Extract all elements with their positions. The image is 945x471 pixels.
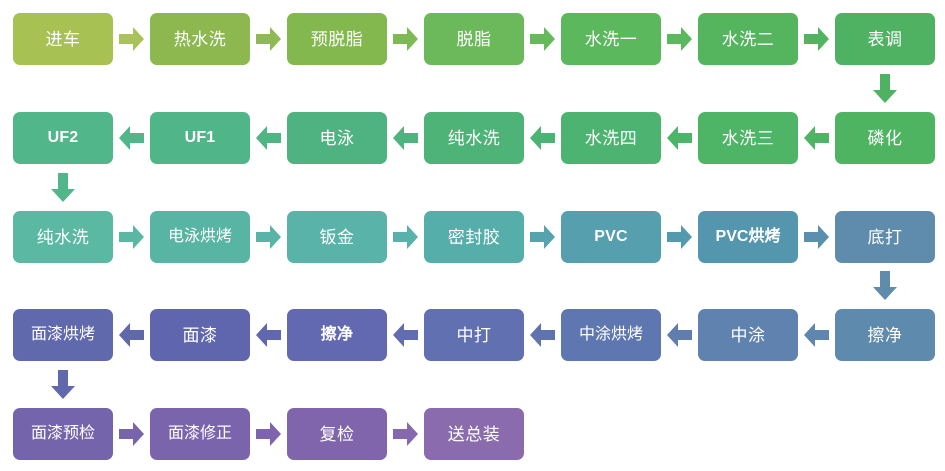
- arrow-right-icon: [255, 421, 282, 447]
- arrow-left-icon: [392, 125, 419, 151]
- process-node[interactable]: PVC: [561, 211, 661, 263]
- arrow-left-icon: [529, 125, 556, 151]
- process-node[interactable]: 电泳: [287, 112, 387, 164]
- process-node[interactable]: 进车: [13, 13, 113, 65]
- process-node[interactable]: 磷化: [835, 112, 935, 164]
- arrow-right-icon: [392, 224, 419, 250]
- arrow-right-icon: [392, 421, 419, 447]
- arrow-left-icon: [666, 125, 693, 151]
- arrow-right-icon: [118, 26, 145, 52]
- arrow-left-icon: [529, 322, 556, 348]
- process-node[interactable]: 电泳烘烤: [150, 211, 250, 263]
- process-node[interactable]: 纯水洗: [13, 211, 113, 263]
- arrow-down-icon: [50, 369, 76, 400]
- arrow-left-icon: [803, 322, 830, 348]
- arrow-right-icon: [666, 224, 693, 250]
- arrow-left-icon: [392, 322, 419, 348]
- process-node[interactable]: 擦净: [835, 309, 935, 361]
- process-node[interactable]: 水洗一: [561, 13, 661, 65]
- arrow-right-icon: [118, 224, 145, 250]
- process-node[interactable]: 面漆预检: [13, 408, 113, 460]
- arrow-left-icon: [255, 125, 282, 151]
- arrow-right-icon: [803, 26, 830, 52]
- process-node[interactable]: 复检: [287, 408, 387, 460]
- process-node[interactable]: 密封胶: [424, 211, 524, 263]
- arrow-left-icon: [803, 125, 830, 151]
- process-node[interactable]: 面漆烘烤: [13, 309, 113, 361]
- process-node[interactable]: 水洗三: [698, 112, 798, 164]
- arrow-right-icon: [666, 26, 693, 52]
- arrow-left-icon: [255, 322, 282, 348]
- arrow-down-icon: [872, 271, 898, 301]
- arrow-right-icon: [118, 421, 145, 447]
- arrow-right-icon: [529, 224, 556, 250]
- arrow-left-icon: [666, 322, 693, 348]
- process-node[interactable]: 面漆修正: [150, 408, 250, 460]
- process-node[interactable]: 钣金: [287, 211, 387, 263]
- arrow-right-icon: [255, 26, 282, 52]
- arrow-down-icon: [50, 172, 76, 203]
- process-node[interactable]: 面漆: [150, 309, 250, 361]
- process-node[interactable]: 底打: [835, 211, 935, 263]
- process-node[interactable]: 热水洗: [150, 13, 250, 65]
- process-node[interactable]: 擦净: [287, 309, 387, 361]
- process-node[interactable]: 水洗二: [698, 13, 798, 65]
- process-node[interactable]: 送总装: [424, 408, 524, 460]
- arrow-right-icon: [803, 224, 830, 250]
- arrow-left-icon: [118, 322, 145, 348]
- process-node[interactable]: 脱脂: [424, 13, 524, 65]
- arrow-right-icon: [529, 26, 556, 52]
- arrow-right-icon: [392, 26, 419, 52]
- process-node[interactable]: 中涂: [698, 309, 798, 361]
- process-node[interactable]: 表调: [835, 13, 935, 65]
- process-node[interactable]: 预脱脂: [287, 13, 387, 65]
- arrow-down-icon: [872, 73, 898, 104]
- process-node[interactable]: 纯水洗: [424, 112, 524, 164]
- process-node[interactable]: 水洗四: [561, 112, 661, 164]
- process-node[interactable]: 中涂烘烤: [561, 309, 661, 361]
- process-node[interactable]: UF1: [150, 112, 250, 164]
- process-node[interactable]: PVC烘烤: [698, 211, 798, 263]
- process-node[interactable]: 中打: [424, 309, 524, 361]
- arrow-right-icon: [255, 224, 282, 250]
- process-node[interactable]: UF2: [13, 112, 113, 164]
- arrow-left-icon: [118, 125, 145, 151]
